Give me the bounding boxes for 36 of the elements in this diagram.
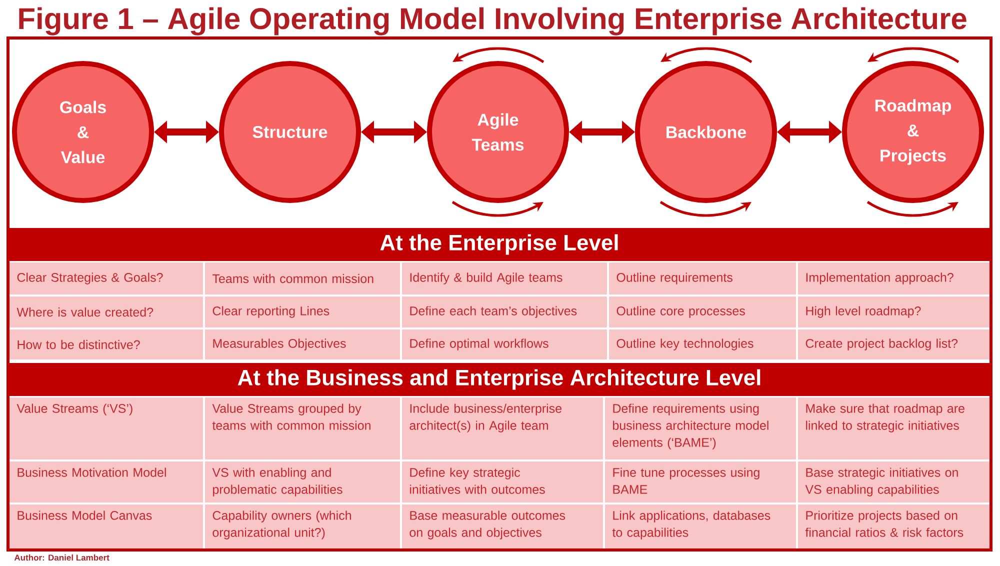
table-cell: Value Streams (‘VS’)	[10, 398, 203, 460]
table-cell: Outline core processes	[609, 296, 796, 328]
table-cell: Outline requirements	[609, 262, 796, 294]
table-cell: Make sure that roadmap are linked to strategic initiatives	[798, 398, 990, 460]
section-header-band: At the Enterprise Level	[10, 228, 990, 261]
table-cell: Clear reporting Lines	[205, 296, 400, 328]
table-cell: Business Model Canvas	[10, 504, 203, 548]
table-cell: Create project backlog list?	[798, 330, 990, 360]
table-cell: Link applications, databases to capabilities	[605, 504, 796, 548]
table-cell: Where is value created?	[10, 296, 203, 328]
table-cell: Include business/enterprise architect(s) in Agile team	[402, 398, 603, 460]
node-label: At the Enterprise Level	[380, 234, 618, 255]
table-cell: Outline key technologies	[609, 330, 796, 360]
table-cell: Identify & build Agile teams	[402, 262, 607, 294]
table-cell: Clear Strategies & Goals?	[10, 262, 203, 294]
table-cell: How to be distinctive?	[10, 330, 203, 360]
title: Figure 1 – Agile Operating Model Involving Enterprise Architecture	[19, 7, 966, 36]
table-cell: Base measurable outcomes on goals and objectives	[402, 504, 603, 548]
node-label: At the Business and Enterprise Architecture Level	[238, 369, 760, 390]
table-cell: Value Streams grouped by teams with common mission	[205, 398, 400, 460]
table-cell: Define requirements using business architecture model elements (‘BAME’)	[605, 398, 796, 460]
table-cell: High level roadmap?	[798, 296, 990, 328]
table-cell: Define optimal workflows	[402, 330, 607, 360]
author-note: Author: Daniel Lambert	[14, 554, 110, 561]
table-cell: Define key strategic initiatives with outcomes	[402, 462, 603, 502]
table-cell: VS with enabling and problematic capabilities	[205, 462, 400, 502]
table-cell: Prioritize projects based on financial ratios & risk factors	[798, 504, 990, 548]
table-cell: Business Motivation Model	[10, 462, 203, 502]
section-header-band: At the Business and Enterprise Architecture Level	[10, 363, 990, 396]
table-cell: Fine tune processes using BAME	[605, 462, 796, 502]
table-cell: Measurables Objectives	[205, 330, 400, 360]
table-cell: Teams with common mission	[205, 262, 400, 294]
table-cell: Capability owners (which organizational unit?)	[205, 504, 400, 548]
table-cell: Base strategic initiatives on VS enabling capabilities	[798, 462, 990, 502]
table-cell: Define each team’s objectives	[402, 296, 607, 328]
table-cell: Implementation approach?	[798, 262, 990, 294]
